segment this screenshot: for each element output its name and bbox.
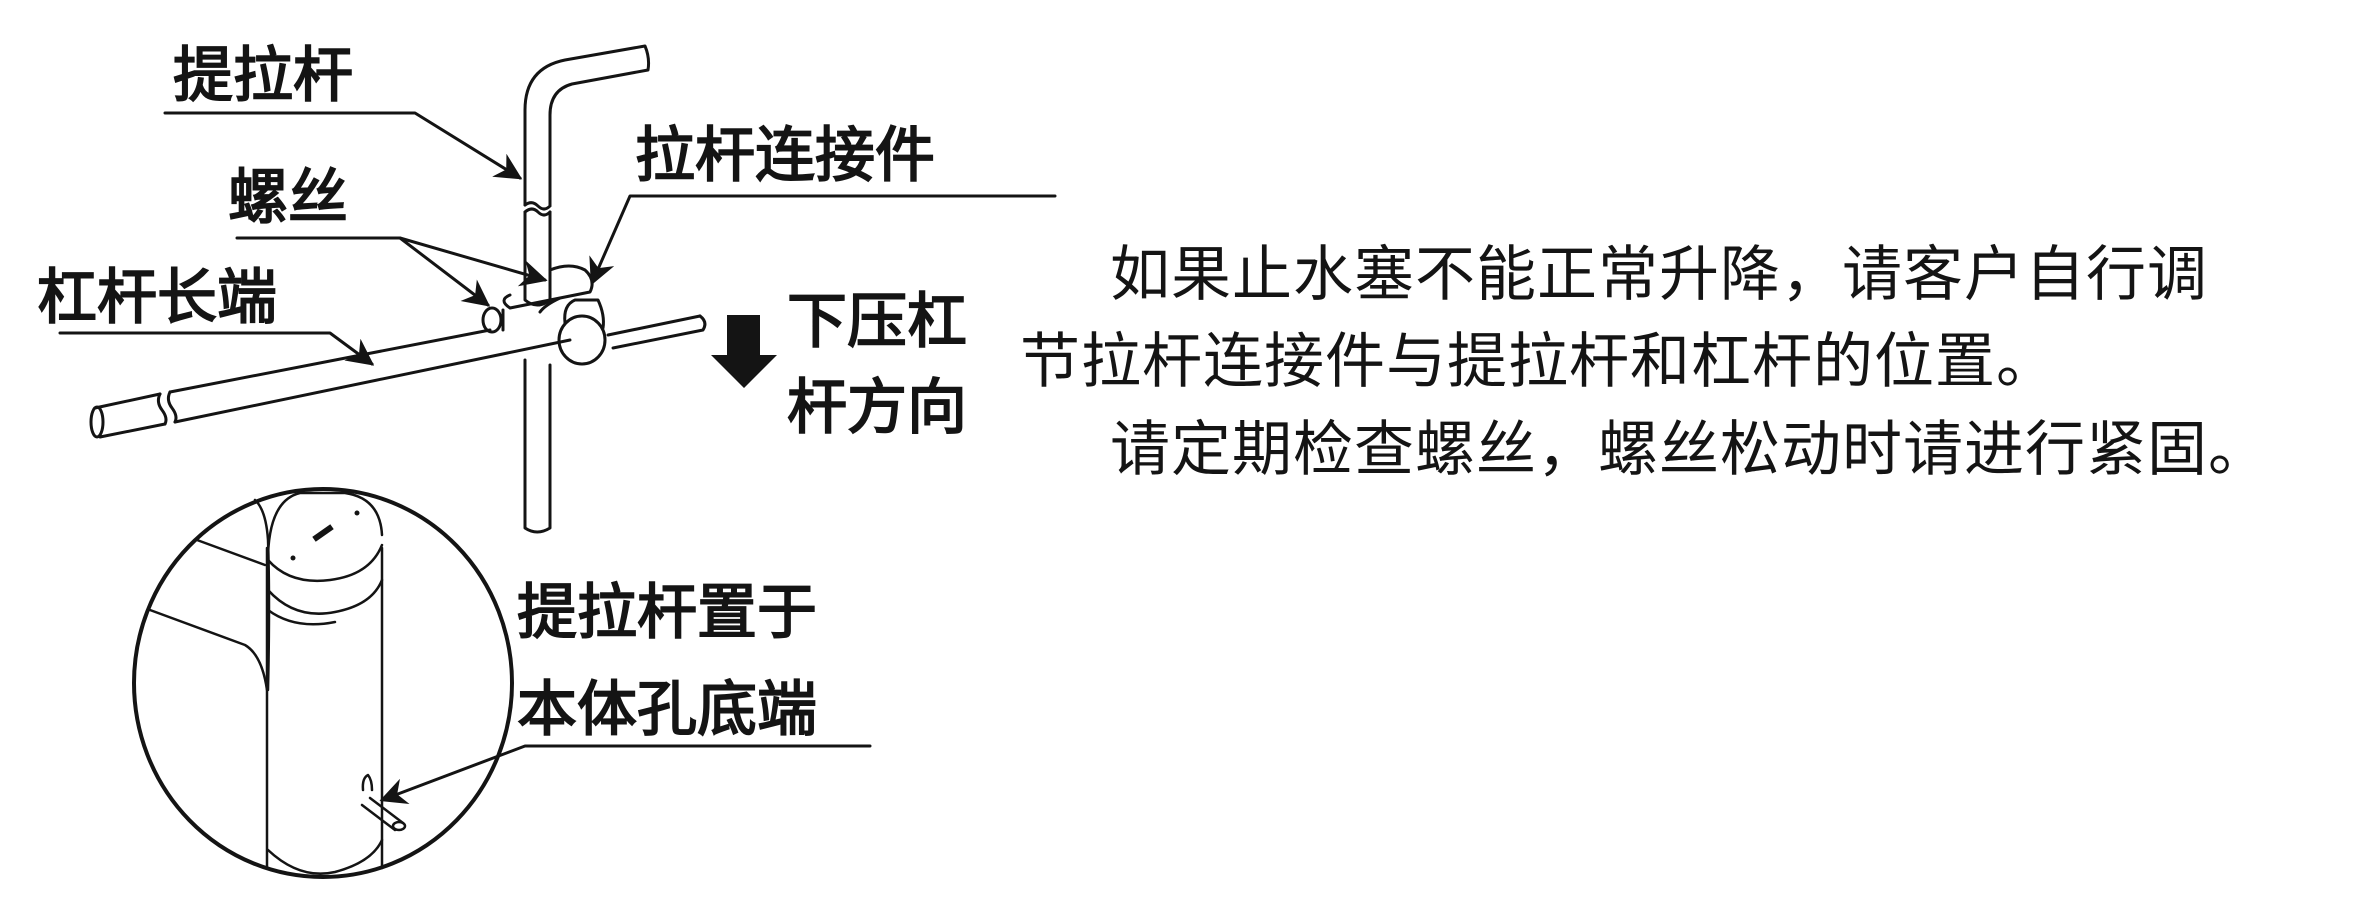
label-press-direction-2: 杆方向 <box>787 373 967 443</box>
faucet-marks <box>290 510 360 561</box>
instruction-line-2: 节拉杆连接件与提拉杆和杠杆的位置。 <box>1020 327 2057 397</box>
label-lever-long-end: 杠杆长端 <box>37 263 277 333</box>
detail-circle <box>132 487 514 879</box>
label-screw: 螺丝 <box>228 163 348 233</box>
leader-lines <box>58 111 1057 805</box>
label-rod-connector: 拉杆连接件 <box>635 121 935 191</box>
label-press-direction-1: 下压杠 <box>787 287 967 357</box>
down-arrow-icon <box>711 315 777 388</box>
faucet-body <box>148 491 407 875</box>
label-placement-1: 提拉杆置于 <box>517 578 817 648</box>
label-pull-rod: 提拉杆 <box>173 41 353 111</box>
instruction-line-1: 如果止水塞不能正常升降，请客户自行调 <box>1110 240 2208 310</box>
pull-rod <box>523 44 651 534</box>
lever-bar <box>89 314 707 439</box>
instruction-line-3: 请定期检查螺丝，螺丝松动时请进行紧固。 <box>1110 415 2269 485</box>
label-placement-2: 本体孔底端 <box>517 675 817 745</box>
